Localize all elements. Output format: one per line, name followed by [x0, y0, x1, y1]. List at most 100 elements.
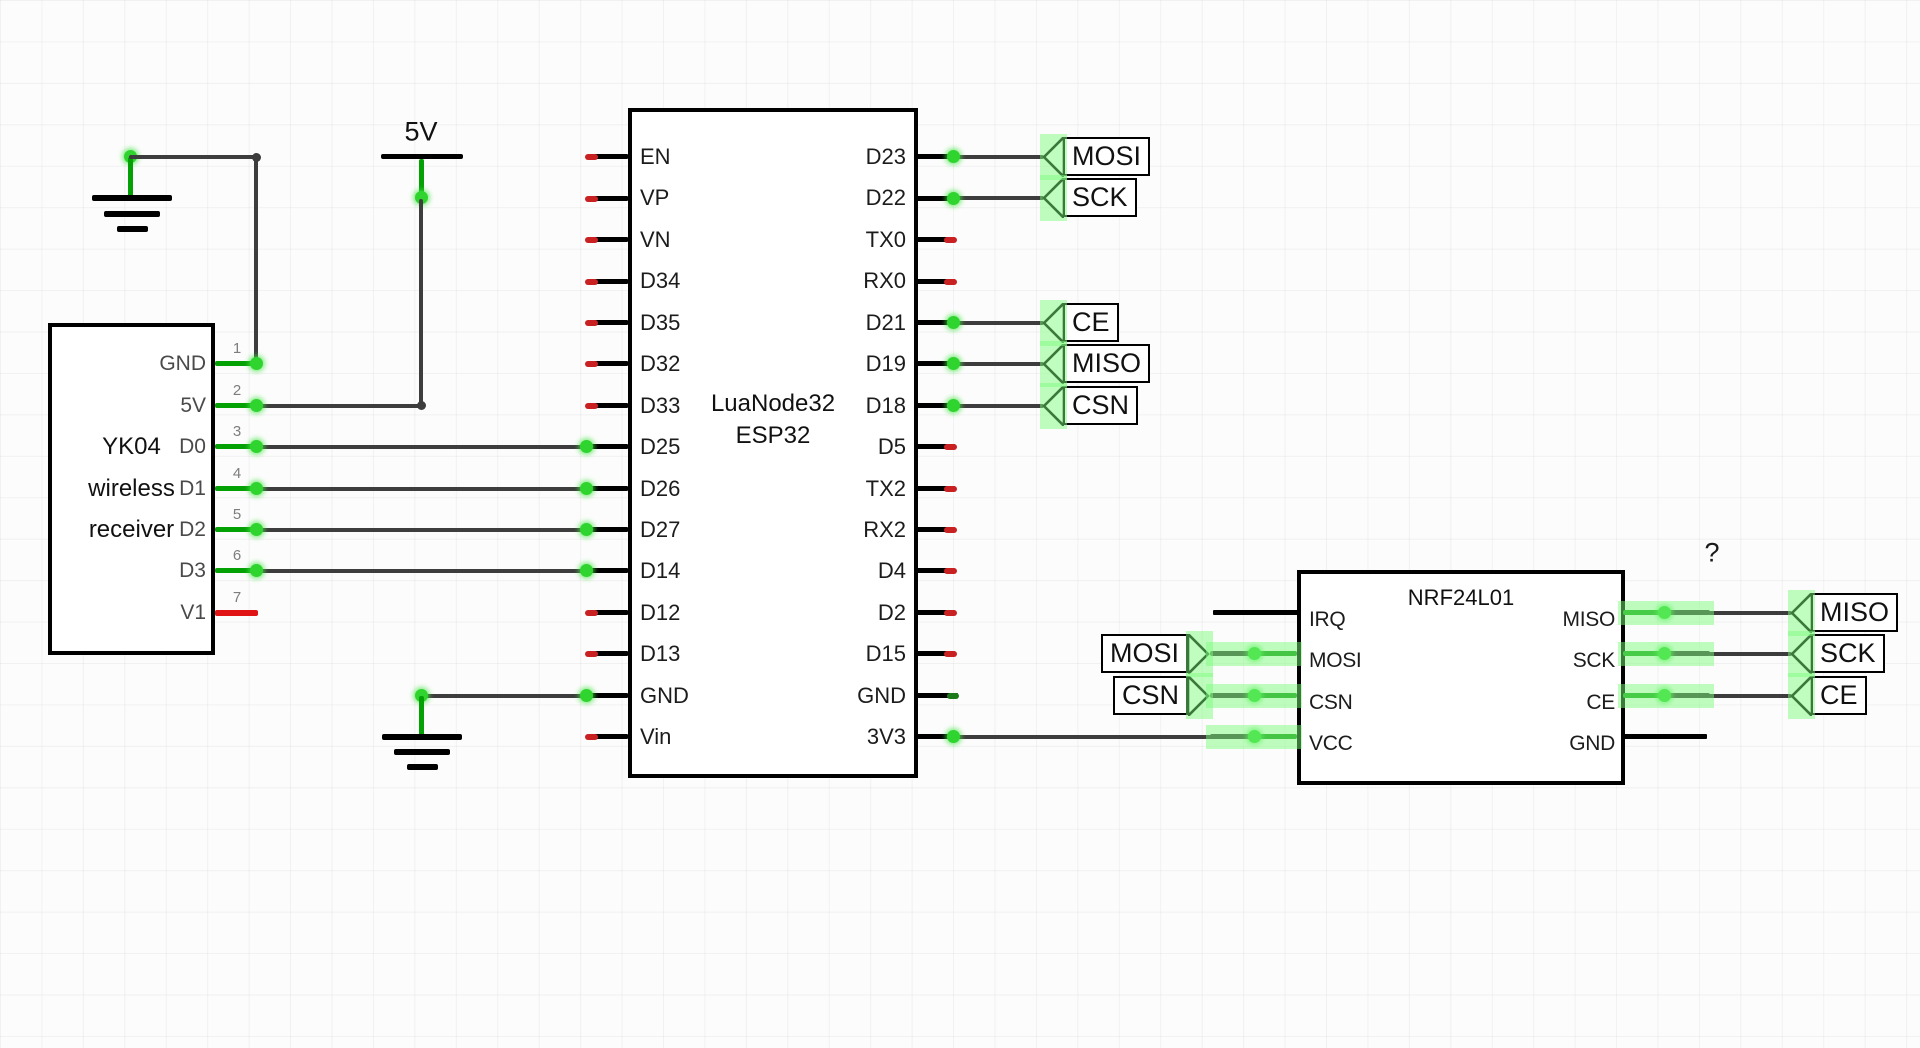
connection-dot[interactable] — [947, 730, 960, 743]
esp32-pin-vin[interactable] — [590, 734, 628, 739]
esp32-pin-d5[interactable] — [917, 444, 955, 449]
net-flag-sck[interactable]: SCK — [1811, 634, 1885, 673]
wire-gnd-horizontal[interactable] — [129, 155, 258, 159]
wire-ce-flag[interactable] — [1708, 694, 1792, 698]
wire-5v-vertical[interactable] — [419, 199, 423, 407]
esp32-pin-rx0[interactable] — [917, 279, 955, 284]
wire-d22-sck[interactable] — [954, 196, 1044, 200]
nrf-pin-mosi[interactable] — [1252, 651, 1297, 656]
connection-dot[interactable] — [947, 192, 960, 205]
connection-dot[interactable] — [580, 564, 593, 577]
nrf-pin-sck[interactable] — [1664, 651, 1710, 656]
connection-dot[interactable] — [1248, 647, 1261, 660]
esp32-pin-vp[interactable] — [590, 196, 628, 201]
connection-dot[interactable] — [250, 482, 263, 495]
yk04-pin-d2[interactable] — [215, 527, 257, 532]
esp32-pin-d26[interactable] — [590, 486, 628, 491]
connection-dot[interactable] — [1658, 647, 1671, 660]
bend-dot[interactable] — [252, 153, 261, 162]
nrf-pin-csn[interactable] — [1210, 693, 1254, 698]
connection-dot[interactable] — [1658, 606, 1671, 619]
connection-dot[interactable] — [250, 523, 263, 536]
net-flag-ce[interactable]: CE — [1063, 303, 1119, 342]
connection-dot[interactable] — [947, 357, 960, 370]
connection-dot[interactable] — [947, 399, 960, 412]
wire-d23-mosi[interactable] — [954, 155, 1044, 159]
connection-dot[interactable] — [580, 440, 593, 453]
yk04-pin-gnd[interactable] — [215, 361, 257, 366]
wire-sck-flag[interactable] — [1708, 652, 1792, 656]
wire-d21-ce[interactable] — [954, 321, 1044, 325]
wire-d18-csn[interactable] — [954, 404, 1044, 408]
nrf-pin-vcc[interactable] — [1252, 734, 1297, 739]
wire-miso-flag[interactable] — [1708, 611, 1792, 615]
wire-gnd-esp32[interactable] — [422, 694, 588, 698]
net-flag-miso[interactable]: MISO — [1063, 344, 1151, 383]
esp32-pin-3v3[interactable] — [917, 734, 955, 739]
net-flag-csn[interactable]: CSN — [1063, 386, 1139, 425]
connection-dot[interactable] — [250, 399, 263, 412]
connection-dot[interactable] — [580, 689, 593, 702]
connection-dot[interactable] — [250, 357, 263, 370]
wire-d19-miso[interactable] — [954, 362, 1044, 366]
nrf-pin-mosi[interactable] — [1210, 651, 1254, 656]
net-flag-miso[interactable]: MISO — [1811, 593, 1899, 632]
yk04-pin-d0[interactable] — [215, 444, 257, 449]
wire-d3-d14[interactable] — [257, 569, 587, 573]
esp32-pin-d33[interactable] — [590, 403, 628, 408]
wire-d0-d25[interactable] — [257, 445, 587, 449]
yk04-pin-v1-error[interactable] — [215, 610, 258, 616]
net-flag-ce[interactable]: CE — [1811, 676, 1867, 715]
esp32-pin-d15[interactable] — [917, 651, 955, 656]
esp32-pin-d13[interactable] — [590, 651, 628, 656]
esp32-pin-d14[interactable] — [590, 568, 628, 573]
connection-dot[interactable] — [250, 440, 263, 453]
connection-dot[interactable] — [1658, 689, 1671, 702]
wire-gnd-vertical[interactable] — [254, 156, 258, 366]
nrf-pin-vcc[interactable] — [1210, 734, 1254, 739]
esp32-pin-vn[interactable] — [590, 237, 628, 242]
connection-dot[interactable] — [1248, 689, 1261, 702]
esp32-pin-d22[interactable] — [917, 196, 955, 201]
wire-3v3-vcc[interactable] — [957, 735, 1213, 739]
net-flag-mosi[interactable]: MOSI — [1063, 137, 1151, 176]
esp32-pin-d27[interactable] — [590, 527, 628, 532]
wire-d2-d27[interactable] — [257, 528, 587, 532]
esp32-pin-d12[interactable] — [590, 610, 628, 615]
esp32-pin-d25[interactable] — [590, 444, 628, 449]
connection-dot[interactable] — [947, 150, 960, 163]
esp32-pin-gnd-right[interactable] — [917, 693, 958, 698]
esp32-pin-d4[interactable] — [917, 568, 955, 573]
esp32-pin-tx2[interactable] — [917, 486, 955, 491]
nrf-pin-miso[interactable] — [1623, 610, 1666, 615]
esp32-pin-d21[interactable] — [917, 320, 955, 325]
connection-dot[interactable] — [580, 523, 593, 536]
connection-dot[interactable] — [580, 482, 593, 495]
esp32-pin-d19[interactable] — [917, 361, 955, 366]
yk04-component[interactable] — [48, 323, 215, 655]
esp32-pin-rx2[interactable] — [917, 527, 955, 532]
wire-5v-horizontal[interactable] — [256, 404, 423, 408]
net-flag-sck[interactable]: SCK — [1063, 178, 1137, 217]
esp32-pin-d35[interactable] — [590, 320, 628, 325]
connection-dot[interactable] — [947, 316, 960, 329]
esp32-pin-en[interactable] — [590, 154, 628, 159]
esp32-pin-d34[interactable] — [590, 279, 628, 284]
esp32-component[interactable] — [628, 108, 918, 778]
nrf-pin-csn[interactable] — [1252, 693, 1297, 698]
esp32-pin-gnd-left[interactable] — [590, 693, 628, 698]
net-flag-mosi[interactable]: MOSI — [1100, 634, 1188, 673]
nrf-pin-ce[interactable] — [1664, 693, 1710, 698]
connection-dot[interactable] — [250, 564, 263, 577]
connection-dot[interactable] — [1248, 730, 1261, 743]
nrf-pin-miso[interactable] — [1664, 610, 1710, 615]
nrf24l01-component[interactable] — [1297, 570, 1625, 785]
wire-d1-d26[interactable] — [257, 487, 587, 491]
bend-dot[interactable] — [417, 401, 426, 410]
nrf-pin-ce[interactable] — [1623, 693, 1666, 698]
yk04-pin-d3[interactable] — [215, 568, 257, 573]
esp32-pin-d18[interactable] — [917, 403, 955, 408]
wire-irq-stub[interactable] — [1213, 610, 1299, 615]
esp32-pin-d2[interactable] — [917, 610, 955, 615]
esp32-pin-d32[interactable] — [590, 361, 628, 366]
